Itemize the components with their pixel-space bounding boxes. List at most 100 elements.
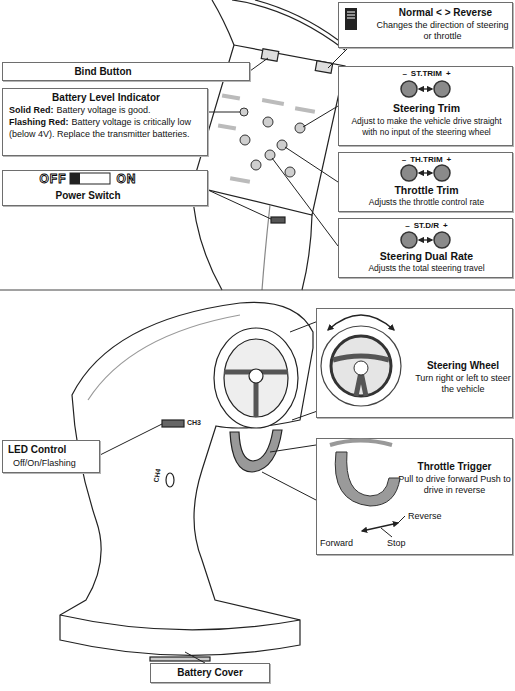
text-block: Pull to drive forward Push to drive in r… xyxy=(395,474,514,496)
callout-heading: Battery Level Indicator xyxy=(52,92,160,103)
leader-line xyxy=(208,112,240,113)
panel-marking xyxy=(262,98,284,106)
callout-box: Throttle TriggerPull to drive forward Pu… xyxy=(316,438,513,555)
power-switch-icon xyxy=(70,173,80,184)
leader-line xyxy=(381,528,392,537)
text-block: Normal < > Reverse xyxy=(379,7,512,19)
switch-icon xyxy=(347,15,355,16)
callout-box: Bind Button xyxy=(2,62,250,81)
leader-line xyxy=(328,48,348,68)
text-block: Steering Trim xyxy=(339,102,514,114)
ch4-button xyxy=(166,473,174,487)
callout-heading: Power Switch xyxy=(55,190,120,201)
leader-line xyxy=(185,652,205,663)
callout-heading: ON xyxy=(117,172,137,186)
leader-line xyxy=(250,58,268,71)
callout-heading: + xyxy=(446,69,451,78)
led-indicator xyxy=(240,108,248,116)
leader-line xyxy=(272,158,338,246)
callout-heading: Steering Dual Rate xyxy=(380,250,473,262)
wheel-spoke xyxy=(224,372,288,417)
leader-line xyxy=(398,516,405,523)
leader-line xyxy=(303,106,338,127)
body-outline xyxy=(88,315,240,400)
channel-label: CH3 xyxy=(187,419,201,426)
panel-marking xyxy=(218,123,236,130)
switch-icon xyxy=(345,8,357,30)
text-block: Bind Button xyxy=(3,66,203,78)
text-block: Steering Wheel xyxy=(412,360,514,372)
power-switch-icon xyxy=(70,173,110,184)
callout-text: Stop xyxy=(387,538,406,548)
leader-line xyxy=(285,147,338,182)
callout-text: Forward xyxy=(320,538,353,548)
callout-heading: – xyxy=(402,155,406,164)
trim-button xyxy=(434,165,450,181)
text-block: Adjusts the throttle control rate xyxy=(343,197,510,207)
text-block: –ST.D/R+ xyxy=(339,221,514,231)
callout-heading: – xyxy=(405,221,409,230)
text-block: Power Switch xyxy=(3,190,173,202)
handle-outline xyxy=(302,215,312,290)
trim-button xyxy=(401,81,417,97)
body-outline xyxy=(255,0,338,40)
text-block: Flashing Red:Battery voltage is critical… xyxy=(9,116,205,140)
power-switch xyxy=(271,217,285,223)
callout-box: –ST.D/R+Steering Dual RateAdjusts the to… xyxy=(338,218,513,278)
text-block: Forward xyxy=(320,538,370,549)
callout-heading: – xyxy=(402,69,406,78)
trim-knob xyxy=(295,123,305,133)
throttle-trigger xyxy=(230,430,282,472)
callout-heading: Flashing Red: xyxy=(9,117,69,127)
callout-heading: + xyxy=(447,155,452,164)
wheel-edge xyxy=(330,441,392,446)
leader-line xyxy=(208,190,271,219)
callout-text: Adjusts the throttle control rate xyxy=(369,197,484,207)
transmitter-body xyxy=(60,302,313,655)
bind-switch xyxy=(315,61,332,74)
callout-heading: Solid Red: xyxy=(9,105,54,115)
text-block: –ST.TRIM + xyxy=(339,69,514,79)
text-block: Solid Red:Battery voltage is good. xyxy=(9,104,205,116)
switch-icon xyxy=(347,18,355,19)
callout-text: Adjust to make the vehicle drive straigh… xyxy=(351,116,501,137)
leader-line xyxy=(262,472,316,500)
callout-heading: Throttle Trim xyxy=(394,184,458,196)
callout-text: Off/On/Flashing xyxy=(13,458,76,468)
text-block: Turn right or left to steer the vehicle xyxy=(414,373,512,395)
double-arrow xyxy=(419,239,432,240)
text-block: Adjust to make the vehicle drive straigh… xyxy=(343,116,510,138)
callout-text: Battery voltage is good. xyxy=(57,105,151,115)
body-outline xyxy=(212,0,234,45)
panel-marking xyxy=(295,106,315,113)
text-block: Reverse xyxy=(408,511,468,522)
direction-arrow xyxy=(362,523,398,531)
text-block: Stop xyxy=(387,538,427,549)
steering-wheel xyxy=(224,339,288,417)
text-block: Battery Level Indicator xyxy=(3,92,209,104)
trim-button xyxy=(401,165,417,181)
text-block: Throttle Trim xyxy=(339,184,514,196)
panel-marking xyxy=(222,93,240,100)
rotate-arrow xyxy=(328,315,394,330)
text-block: –TH.TRIM+ xyxy=(339,155,514,165)
wheel-zoom xyxy=(321,326,401,406)
panel-marking xyxy=(230,176,250,183)
callout-heading: Throttle Trigger xyxy=(418,461,492,472)
callout-text: Changes the direction of steering or thr… xyxy=(376,20,508,41)
double-arrow xyxy=(419,172,432,173)
callout-box: Battery Level IndicatorSolid Red:Battery… xyxy=(2,88,208,156)
text-block: LED Control xyxy=(8,444,98,456)
channel-label: CH4 xyxy=(152,468,161,483)
callout-heading: Bind Button xyxy=(74,66,131,77)
trim-knob xyxy=(285,167,295,177)
callout-heading: ST.TRIM xyxy=(411,69,442,78)
body-outline xyxy=(232,0,345,50)
trigger-zoom xyxy=(335,452,400,506)
callout-heading: OFF xyxy=(40,172,67,186)
trim-knob xyxy=(251,160,261,170)
wheel-hub xyxy=(249,369,263,383)
steering-wheel xyxy=(214,328,298,428)
